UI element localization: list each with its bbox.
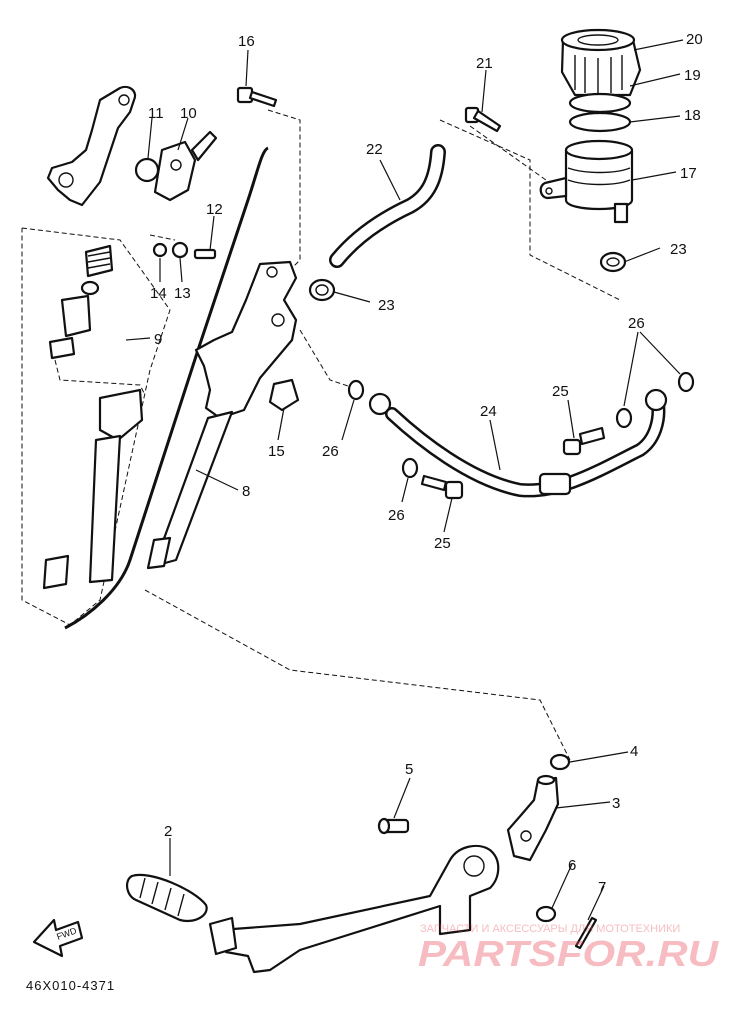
callout-23a: 23 (378, 297, 395, 314)
callout-11: 11 (148, 105, 164, 122)
callout-23b: 23 (670, 241, 687, 258)
joint-10 (153, 130, 218, 202)
washer-26a (347, 379, 365, 401)
callout-10: 10 (180, 105, 197, 122)
callout-25b: 25 (434, 535, 451, 552)
callout-8: 8 (242, 483, 250, 500)
callout-14: 14 (150, 285, 167, 302)
reservoir-body (539, 139, 634, 224)
boot-15 (268, 378, 300, 412)
callout-25a: 25 (552, 383, 569, 400)
hose-clip-23b (599, 251, 627, 273)
watermark-brand: PARTSFOR.RU (418, 933, 719, 974)
nut-13 (171, 241, 189, 259)
callout-3: 3 (612, 795, 620, 812)
callout-5: 5 (405, 761, 413, 778)
washer-14 (152, 242, 168, 258)
callout-20: 20 (686, 31, 703, 48)
clevis-3 (506, 774, 560, 862)
brake-hose-24 (368, 388, 668, 498)
callout-labels: 2 3 4 5 6 7 8 9 10 11 12 13 14 15 16 17 … (148, 31, 703, 896)
callout-26b: 26 (322, 443, 339, 460)
locknut-4 (549, 753, 571, 771)
fwd-arrow-icon: FWD (32, 918, 84, 958)
watermark: ЗАПЧАСТИ И АКСЕССУАРЫ ДЛЯ МОТОТЕХНИКИ PA… (418, 923, 719, 974)
callout-17: 17 (680, 165, 697, 182)
callout-4: 4 (630, 743, 638, 760)
callout-16: 16 (238, 33, 255, 50)
bolt-21 (464, 106, 502, 133)
clevis-11 (46, 85, 137, 207)
diagram-code: 46X010-4371 (26, 978, 115, 993)
washer-26d (677, 371, 695, 393)
callout-26c: 26 (388, 507, 405, 524)
leader-lines (125, 39, 684, 921)
bolt-16 (236, 86, 278, 108)
callout-21: 21 (476, 55, 493, 72)
callout-22: 22 (366, 141, 383, 158)
washer-26c (615, 407, 633, 429)
callout-9: 9 (154, 331, 162, 348)
callout-18: 18 (684, 107, 701, 124)
brake-pedal (208, 844, 500, 974)
callout-26a: 26 (628, 315, 645, 332)
callout-19: 19 (684, 67, 701, 84)
bolt-12 (193, 248, 217, 260)
washer-6 (535, 905, 557, 923)
callout-24: 24 (480, 403, 497, 420)
cotter-pin-7 (574, 916, 598, 950)
union-bolt-25b (420, 474, 464, 500)
hose-clip-23a (308, 278, 336, 302)
callout-15: 15 (268, 443, 285, 460)
o-ring-11 (134, 157, 160, 183)
callout-2: 2 (164, 823, 172, 840)
pedal-rubber-2 (126, 873, 208, 923)
washer-26b (401, 457, 419, 479)
callout-13: 13 (174, 285, 191, 302)
reservoir-diaphragm (568, 92, 632, 133)
union-bolt-25a (562, 426, 606, 456)
callout-7: 7 (598, 879, 606, 896)
callout-6: 6 (568, 857, 576, 874)
callout-12: 12 (206, 201, 223, 218)
reservoir-cap (560, 28, 642, 97)
master-cylinder-8 (146, 260, 298, 570)
watermark-caption: ЗАПЧАСТИ И АКСЕССУАРЫ ДЛЯ МОТОТЕХНИКИ (420, 923, 680, 935)
piston-kit-9 (42, 244, 144, 590)
pin-5 (377, 817, 410, 835)
guard-line (64, 146, 269, 630)
